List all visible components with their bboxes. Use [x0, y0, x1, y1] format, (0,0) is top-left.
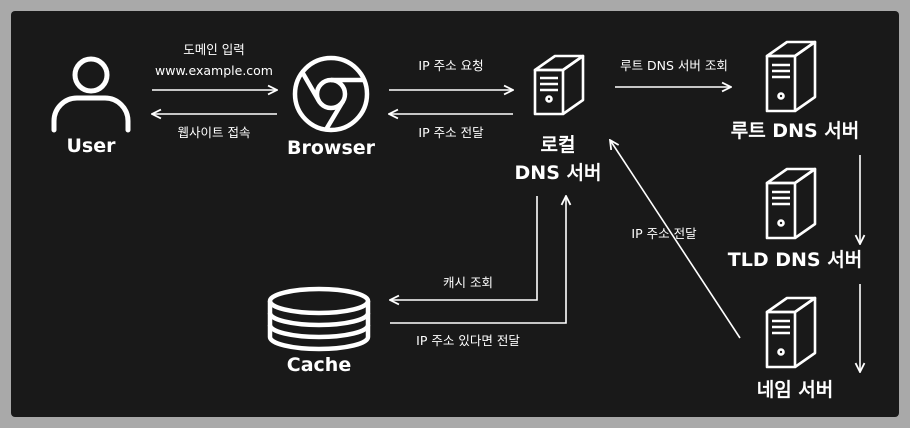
name-server-label: 네임 서버	[757, 379, 834, 401]
browser-label: Browser	[287, 137, 376, 159]
arrow-local-dns-to-cache	[390, 196, 538, 300]
edge-label-domain-input: 도메인 입력	[183, 42, 244, 57]
edge-label-ip-deliver: IP 주소 전달	[418, 125, 484, 140]
diagram-canvas	[11, 11, 899, 417]
edge-label-cache-query: 캐시 조회	[443, 275, 493, 290]
user-icon	[51, 56, 131, 133]
local-dns-server-icon	[533, 54, 585, 116]
edge-label-name-ip-deliver: IP 주소 전달	[631, 226, 697, 241]
user-label: User	[67, 135, 117, 157]
edge-label-ip-request: IP 주소 요청	[418, 58, 483, 73]
arrow-name-server-to-local-dns	[610, 140, 741, 339]
root-dns-label: 루트 DNS 서버	[731, 120, 860, 142]
cache-label: Cache	[287, 354, 351, 376]
tld-dns-label: TLD DNS 서버	[728, 249, 862, 271]
tld-dns-server-icon	[765, 167, 817, 240]
edge-label-root-query: 루트 DNS 서버 조회	[620, 58, 728, 73]
cache-database-icon	[267, 286, 371, 352]
edge-label-website-access: 웹사이트 접속	[178, 125, 251, 140]
arrow-cache-to-local-dns	[390, 196, 566, 324]
root-dns-server-icon	[765, 40, 817, 113]
edge-label-domain-url: www.example.com	[155, 63, 273, 78]
name-server-icon	[765, 296, 817, 369]
local-dns-label-line2: DNS 서버	[515, 162, 602, 184]
browser-icon	[292, 55, 370, 133]
edge-label-cache-deliver: IP 주소 있다면 전달	[416, 333, 520, 348]
local-dns-label-line1: 로컬	[541, 134, 576, 156]
